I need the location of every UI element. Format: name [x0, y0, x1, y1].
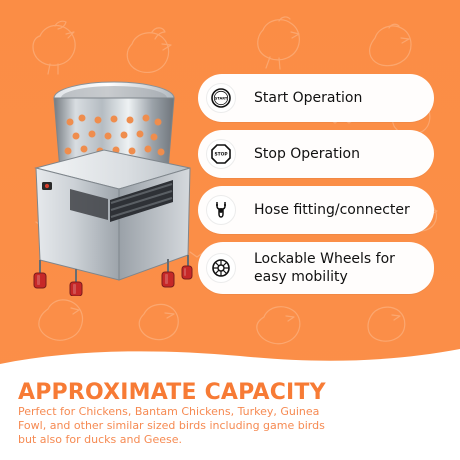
capacity-description: Perfect for Chickens, Bantam Chickens, T… — [18, 405, 325, 446]
hose-fitting-icon — [206, 195, 236, 225]
capacity-title: APPROXIMATE CAPACITY — [18, 380, 326, 405]
feature-label-hose-fitting: Hose fitting/connecter — [254, 202, 410, 218]
features-list: START Start Operation STOP Stop Operatio… — [198, 74, 436, 294]
wheel-icon — [206, 253, 236, 283]
feature-label-lockable-wheels: Lockable Wheels for easy mobility — [254, 251, 395, 285]
bottom-wave-shape — [0, 349, 460, 460]
feature-item-lockable-wheels: Lockable Wheels for easy mobility — [198, 242, 434, 294]
feature-item-start-operation: START Start Operation — [198, 74, 434, 122]
start-icon-text: START — [215, 97, 228, 101]
feature-label-start-operation: Start Operation — [254, 90, 363, 106]
stop-sign-icon: STOP — [206, 139, 236, 169]
stop-icon-text: STOP — [214, 152, 228, 158]
start-button-icon: START — [206, 83, 236, 113]
capacity-panel — [0, 342, 460, 460]
chicken-plucker-machine-image — [33, 81, 193, 296]
feature-label-stop-operation: Stop Operation — [254, 146, 360, 162]
feature-item-stop-operation: STOP Stop Operation — [198, 130, 434, 178]
feature-item-hose-fitting: Hose fitting/connecter — [198, 186, 434, 234]
